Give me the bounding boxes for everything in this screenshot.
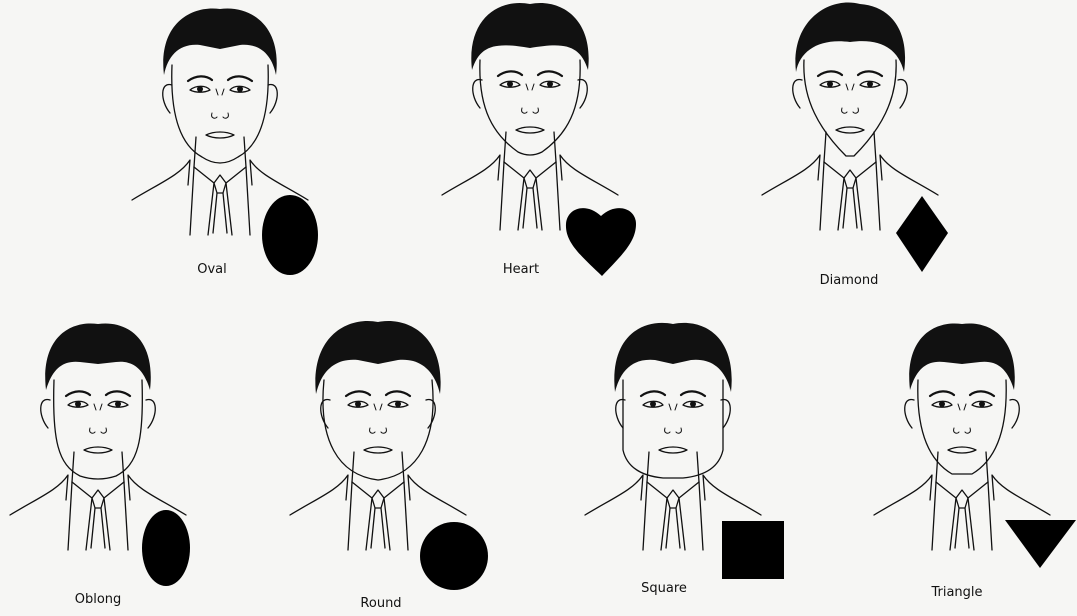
label-oblong: Oblong [75, 592, 122, 607]
label-heart: Heart [503, 262, 539, 277]
oblong-shape-icon [142, 510, 190, 586]
square-shape-icon [722, 521, 784, 579]
oval-shape-icon [262, 195, 318, 275]
diamond-shape-icon [896, 196, 948, 272]
heart-shape-icon [566, 208, 636, 276]
figure-square [585, 323, 761, 550]
label-square: Square [641, 581, 687, 596]
label-triangle: Triangle [931, 585, 982, 600]
label-diamond: Diamond [820, 273, 879, 288]
figure-heart [442, 3, 618, 230]
figure-triangle [874, 323, 1050, 550]
figure-diamond [762, 2, 938, 230]
label-round: Round [360, 596, 401, 611]
figure-round [290, 321, 466, 550]
triangle-shape-icon [1005, 520, 1076, 568]
round-shape-icon [420, 522, 488, 590]
label-oval: Oval [197, 262, 227, 277]
